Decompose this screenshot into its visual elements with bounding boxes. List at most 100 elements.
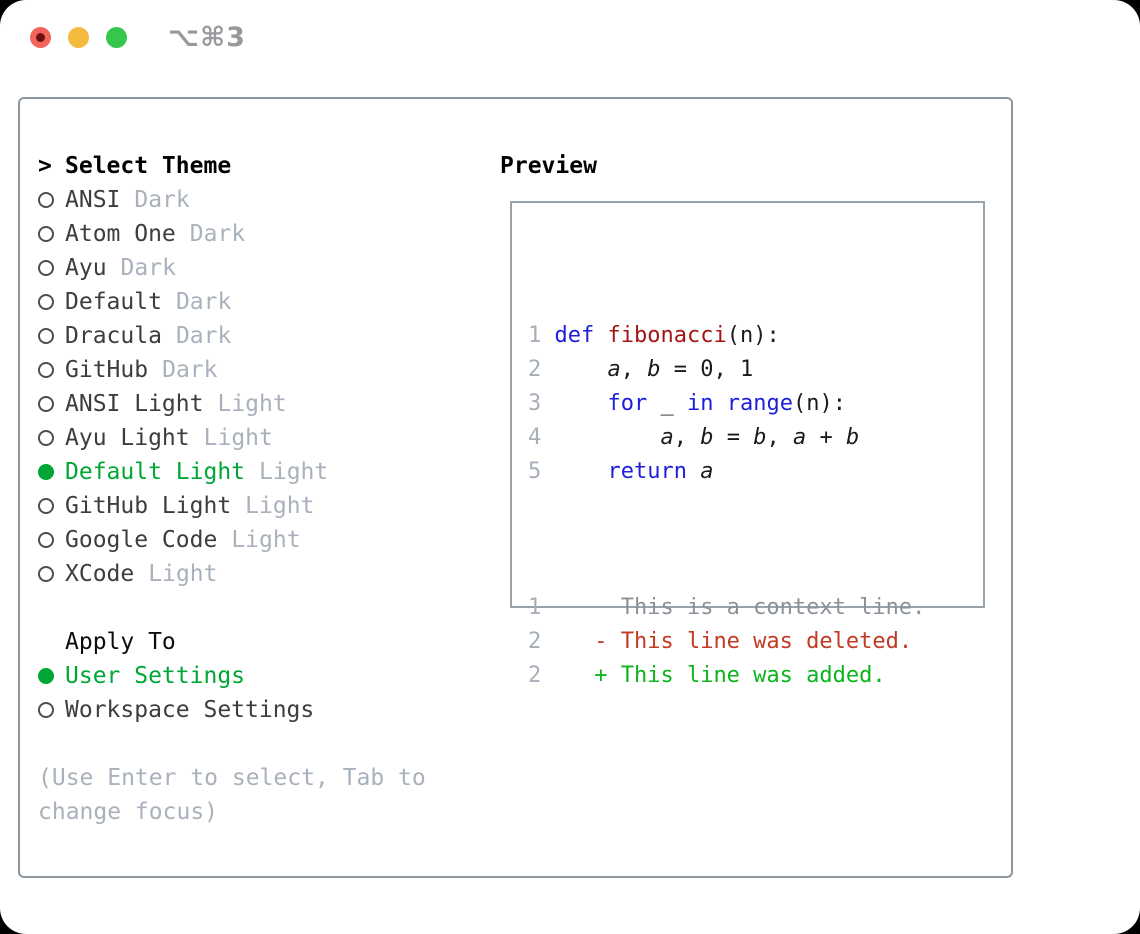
apply-to-title: Apply To — [65, 629, 176, 655]
code-token: + — [806, 425, 846, 450]
close-button-dot — [36, 33, 45, 42]
code-token: in — [686, 391, 714, 416]
theme-name: Dracula — [65, 323, 162, 349]
zoom-button[interactable] — [106, 27, 127, 48]
theme-variant: Light — [217, 391, 287, 417]
line-number: 2 — [528, 629, 542, 654]
radio-slot — [38, 362, 65, 378]
code-token: a — [607, 357, 621, 382]
code-line: 4 a, b = b, a + b — [528, 421, 925, 455]
theme-variant: Dark — [175, 289, 232, 315]
code-line: 1 def fibonacci(n): — [528, 319, 925, 353]
theme-option[interactable]: Default Light Light — [38, 455, 486, 489]
code-token — [555, 459, 608, 484]
radio-slot — [38, 192, 65, 208]
radio-slot — [38, 566, 65, 582]
diff-line: 2 + This line was added. — [528, 659, 925, 693]
close-button[interactable] — [30, 27, 51, 48]
line-number: 3 — [528, 391, 542, 416]
theme-variant: Light — [245, 493, 315, 519]
theme-variant: Light — [203, 425, 273, 451]
theme-option[interactable]: Default Dark — [38, 285, 486, 319]
radio-icon — [38, 328, 54, 344]
apply-option[interactable]: User Settings — [38, 659, 486, 693]
code-token: , — [766, 425, 793, 450]
diff-block: 1 This is a context line.2 - This line w… — [528, 591, 925, 693]
radio-icon — [38, 668, 54, 684]
radio-slot — [38, 702, 65, 718]
code-token: b — [700, 425, 714, 450]
radio-icon — [38, 396, 54, 412]
code-token: a — [660, 425, 674, 450]
apply-to-header: Apply To — [38, 625, 486, 659]
radio-slot — [38, 328, 65, 344]
code-token: _ — [647, 391, 687, 416]
line-number: 5 — [528, 459, 542, 484]
code-token: = 0, 1 — [660, 357, 754, 382]
code-token: a — [700, 459, 714, 484]
code-token: b — [845, 425, 860, 450]
code-line: 2 a, b = 0, 1 — [528, 353, 925, 387]
code-token: , — [620, 357, 648, 382]
radio-slot — [38, 226, 65, 242]
apply-option-label: Workspace Settings — [65, 697, 315, 723]
theme-option[interactable]: Ayu Light Light — [38, 421, 486, 455]
code-token: (n): — [792, 391, 846, 416]
line-number: 2 — [528, 357, 542, 382]
diff-line: 2 - This line was deleted. — [528, 625, 925, 659]
radio-icon — [38, 260, 54, 276]
radio-slot — [38, 668, 65, 684]
theme-name: Ayu Light — [65, 425, 190, 451]
theme-option[interactable]: Google Code Light — [38, 523, 486, 557]
line-number: 2 — [528, 663, 542, 688]
apply-option[interactable]: Workspace Settings — [38, 693, 486, 727]
select-theme-header: > Select Theme — [38, 149, 486, 183]
code-token: a — [792, 425, 807, 450]
radio-icon — [38, 226, 54, 242]
radio-icon — [38, 294, 54, 310]
radio-icon — [38, 566, 54, 582]
theme-variant: Light — [148, 561, 218, 587]
theme-name: Atom One — [65, 221, 176, 247]
hint-text: (Use Enter to select, Tab to change focu… — [38, 765, 426, 825]
minimize-button[interactable] — [68, 27, 89, 48]
theme-name: Default Light — [65, 459, 246, 485]
theme-variant: Dark — [120, 255, 176, 281]
theme-option[interactable]: Atom One Dark — [38, 217, 486, 251]
theme-name: GitHub — [65, 357, 149, 383]
window-title: ⌥⌘3 — [168, 22, 246, 53]
theme-variant: Dark — [189, 221, 246, 247]
code-line: 5 return a — [528, 455, 925, 489]
line-number: 1 — [528, 595, 542, 620]
theme-name: ANSI — [65, 187, 121, 213]
code-token — [713, 391, 726, 416]
code-token: , — [673, 425, 701, 450]
code-token — [555, 357, 608, 382]
code-token: = — [713, 425, 754, 450]
theme-variant: Light — [231, 527, 301, 553]
theme-name: Default — [65, 289, 162, 315]
radio-slot — [38, 430, 65, 446]
code-token: for — [607, 391, 648, 416]
code-token: return — [607, 459, 687, 484]
radio-slot — [38, 498, 65, 514]
code-token: b — [753, 425, 767, 450]
theme-name: Google Code — [65, 527, 218, 553]
diff-text: - This line was deleted. — [594, 629, 913, 654]
diff-line: 1 This is a context line. — [528, 591, 925, 625]
preview-title: Preview — [500, 153, 597, 179]
theme-variant: Light — [259, 459, 329, 485]
